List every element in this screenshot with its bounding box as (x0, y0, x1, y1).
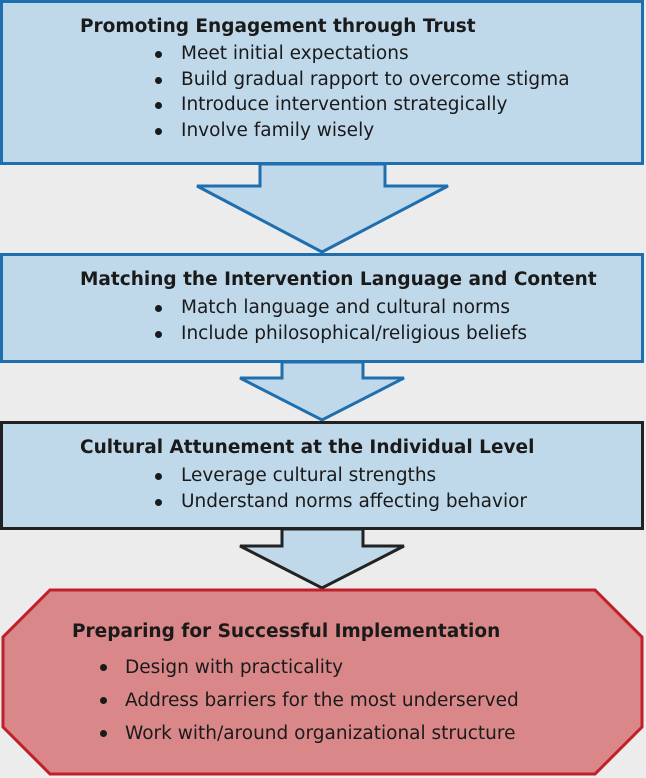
step-2-list: Match language and cultural norms Includ… (153, 295, 597, 346)
step-4-list: Design with practicality Address barrier… (98, 651, 519, 750)
step-2-content: Matching the Intervention Language and C… (80, 268, 597, 346)
down-arrow-3 (239, 527, 405, 590)
step-3-content: Cultural Attunement at the Individual Le… (80, 436, 534, 514)
step-1-content: Promoting Engagement through Trust Meet … (80, 15, 570, 143)
step-box-2 (0, 253, 644, 363)
list-item: Design with practicality (98, 651, 519, 684)
list-item: Involve family wisely (153, 118, 570, 144)
list-item: Match language and cultural norms (153, 295, 597, 321)
list-item: Build gradual rapport to overcome stigma (153, 67, 570, 93)
list-item: Include philosophical/religious beliefs (153, 321, 597, 347)
step-2-title: Matching the Intervention Language and C… (80, 269, 597, 290)
step-box-1 (0, 0, 644, 165)
step-4-title: Preparing for Successful Implementation (72, 621, 501, 642)
list-item: Leverage cultural strengths (153, 463, 534, 489)
step-4-content: Preparing for Successful Implementation … (72, 620, 519, 750)
down-arrow-1 (196, 162, 449, 254)
list-item: Address barriers for the most underserve… (98, 684, 519, 717)
step-3-title: Cultural Attunement at the Individual Le… (80, 437, 535, 458)
step-3-list: Leverage cultural strengths Understand n… (153, 463, 534, 514)
list-item: Meet initial expectations (153, 41, 570, 67)
step-1-title: Promoting Engagement through Trust (80, 16, 476, 37)
list-item: Work with/around organizational structur… (98, 717, 519, 750)
list-item: Introduce intervention strategically (153, 92, 570, 118)
down-arrow-2 (239, 360, 405, 422)
list-item: Understand norms affecting behavior (153, 489, 534, 515)
step-1-list: Meet initial expectations Build gradual … (153, 41, 570, 143)
final-step-octagon (1, 588, 644, 776)
